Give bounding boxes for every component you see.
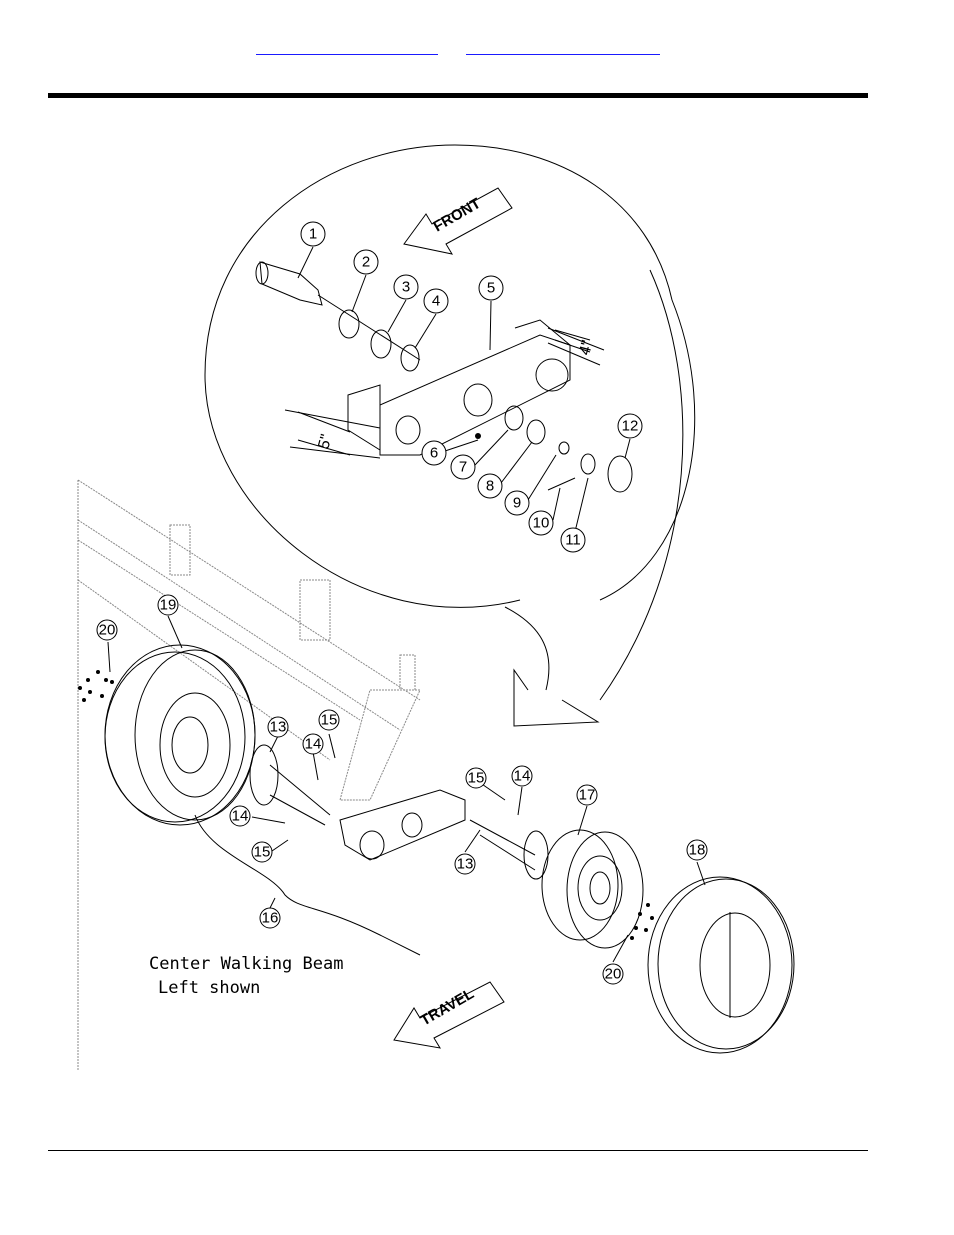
detail-magnifier-circle bbox=[204, 144, 696, 727]
tire-left bbox=[104, 644, 256, 826]
callout-balloons: 1 2 3 4 5 6 7 8 9 10 11 12 13 13 14 14 1… bbox=[96, 221, 708, 985]
svg-text:5: 5 bbox=[487, 280, 495, 297]
hub-right bbox=[469, 819, 549, 880]
grease-zerk bbox=[475, 433, 481, 439]
svg-text:12: 12 bbox=[622, 418, 639, 435]
front-direction-arrow: FRONT bbox=[403, 187, 513, 255]
callout-14-lower: 14 bbox=[229, 805, 251, 827]
header-rule bbox=[48, 93, 868, 98]
svg-text:15: 15 bbox=[321, 712, 338, 729]
seal-ring bbox=[338, 309, 360, 339]
svg-text:20: 20 bbox=[99, 622, 116, 639]
svg-text:2: 2 bbox=[362, 254, 370, 271]
callout-13-left: 13 bbox=[267, 716, 289, 738]
callout-6: 6 bbox=[421, 440, 447, 466]
footer-rule bbox=[48, 1150, 868, 1151]
callout-7: 7 bbox=[450, 454, 476, 480]
note-line-1: Center Walking Beam bbox=[149, 954, 343, 974]
callout-5: 5 bbox=[478, 275, 504, 301]
svg-text:14: 14 bbox=[305, 736, 322, 753]
callout-19: 19 bbox=[157, 594, 179, 616]
lug-bolts-left bbox=[78, 670, 114, 702]
svg-text:10: 10 bbox=[533, 515, 550, 532]
washer bbox=[558, 441, 570, 455]
callout-15-right: 15 bbox=[465, 767, 487, 789]
callout-17: 17 bbox=[576, 784, 598, 806]
hub-left bbox=[249, 744, 331, 826]
nav-link-next[interactable] bbox=[466, 40, 660, 55]
svg-text:16: 16 bbox=[262, 910, 279, 927]
callout-13-right: 13 bbox=[454, 853, 476, 875]
svg-text:1: 1 bbox=[309, 226, 317, 243]
nav-link-previous[interactable] bbox=[256, 40, 438, 55]
lug-bolts-right bbox=[630, 903, 654, 940]
callout-14-right: 14 bbox=[511, 765, 533, 787]
bearing-cone-inner bbox=[526, 419, 546, 445]
cotter-pin bbox=[547, 477, 576, 491]
svg-text:13: 13 bbox=[457, 856, 474, 873]
svg-text:8: 8 bbox=[486, 478, 494, 495]
dust-cap bbox=[607, 455, 633, 493]
svg-text:7: 7 bbox=[459, 459, 467, 476]
callout-16: 16 bbox=[259, 907, 281, 929]
assembly-bracket bbox=[194, 814, 421, 956]
svg-text:15: 15 bbox=[468, 770, 485, 787]
svg-text:15: 15 bbox=[254, 844, 271, 861]
svg-text:13: 13 bbox=[270, 719, 287, 736]
callout-2: 2 bbox=[353, 249, 379, 275]
wheel-rim bbox=[541, 829, 644, 949]
callout-18: 18 bbox=[686, 839, 708, 861]
travel-direction-arrow: TRAVEL bbox=[393, 981, 505, 1049]
svg-text:14: 14 bbox=[232, 808, 249, 825]
callout-3: 3 bbox=[393, 274, 419, 300]
callout-12: 12 bbox=[617, 413, 643, 439]
svg-text:20: 20 bbox=[605, 966, 622, 983]
callout-9: 9 bbox=[504, 490, 530, 516]
svg-text:11: 11 bbox=[565, 532, 581, 549]
callout-4: 4 bbox=[423, 288, 449, 314]
svg-text:3: 3 bbox=[402, 279, 410, 296]
callout-11: 11 bbox=[560, 527, 586, 553]
tire-right bbox=[647, 876, 795, 1054]
walking-beam-detail bbox=[297, 319, 591, 456]
svg-text:14: 14 bbox=[514, 768, 531, 785]
callout-15-upper: 15 bbox=[318, 709, 340, 731]
spindle-shaft bbox=[255, 261, 421, 361]
svg-text:17: 17 bbox=[579, 787, 596, 804]
callout-1: 1 bbox=[300, 221, 326, 247]
callout-10: 10 bbox=[528, 510, 554, 536]
dimension-4in: 4" bbox=[576, 339, 596, 357]
bearing-cup bbox=[400, 344, 420, 372]
castle-nut bbox=[580, 453, 596, 475]
svg-text:18: 18 bbox=[689, 842, 706, 859]
svg-text:9: 9 bbox=[513, 495, 521, 512]
walking-beam-main bbox=[339, 789, 466, 861]
bearing-cone bbox=[370, 329, 392, 359]
note-line-2: Left shown bbox=[158, 978, 260, 998]
callout-15-lower: 15 bbox=[251, 841, 273, 863]
svg-text:4: 4 bbox=[432, 293, 440, 310]
front-label: FRONT bbox=[431, 195, 484, 236]
travel-label: TRAVEL bbox=[418, 985, 478, 1029]
callout-20-right: 20 bbox=[602, 963, 624, 985]
seal-ring-inner bbox=[504, 405, 524, 431]
svg-text:19: 19 bbox=[160, 597, 177, 614]
callout-8: 8 bbox=[477, 473, 503, 499]
callout-14-upper: 14 bbox=[302, 733, 324, 755]
dimension-5in: 5" bbox=[315, 433, 335, 451]
callout-20-left: 20 bbox=[96, 619, 118, 641]
svg-text:6: 6 bbox=[430, 445, 438, 462]
